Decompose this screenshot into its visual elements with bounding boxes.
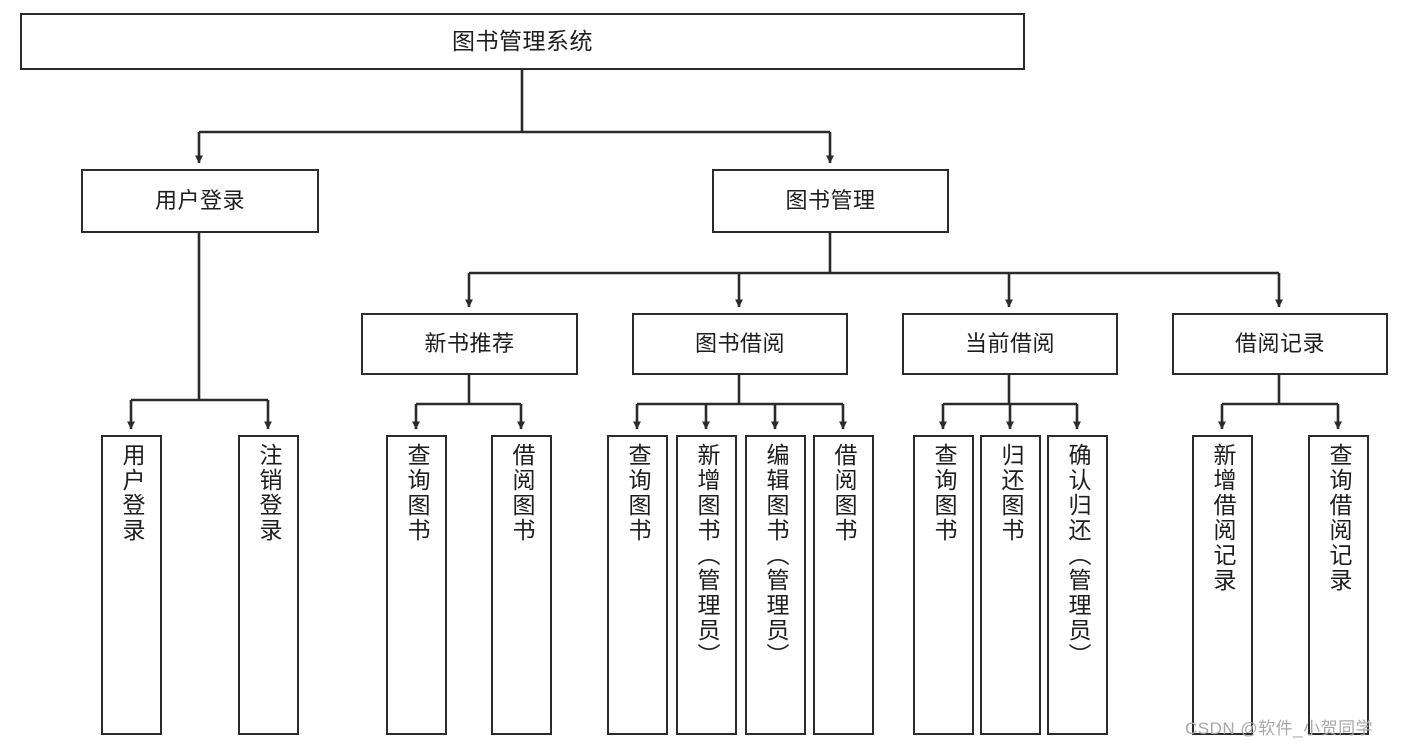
leaf-query-record-label: 查询借阅记录 bbox=[1326, 443, 1352, 593]
leaf-confirm-return-label: 确认归还（管理员） bbox=[1065, 443, 1091, 668]
leaf-return-book-label: 归还图书 bbox=[998, 443, 1024, 543]
node-user-login-label: 用户登录 bbox=[154, 188, 245, 214]
node-current-borrow-label: 当前借阅 bbox=[964, 331, 1055, 357]
node-book-management[interactable]: 图书管理 bbox=[712, 169, 949, 233]
leaf-query-book-3[interactable]: 查询图书 bbox=[913, 435, 974, 735]
leaf-query-book-3-label: 查询图书 bbox=[931, 443, 957, 543]
node-user-login[interactable]: 用户登录 bbox=[81, 169, 319, 233]
leaf-logout-login[interactable]: 注销登录 bbox=[238, 435, 299, 735]
leaf-add-record-label: 新增借阅记录 bbox=[1210, 443, 1236, 593]
leaf-borrow-book-2-label: 借阅图书 bbox=[831, 443, 857, 543]
node-root-label: 图书管理系统 bbox=[452, 27, 593, 54]
node-current-borrow[interactable]: 当前借阅 bbox=[902, 313, 1118, 375]
node-book-borrow-label: 图书借阅 bbox=[694, 331, 785, 357]
node-borrow-record[interactable]: 借阅记录 bbox=[1172, 313, 1388, 375]
csdn-watermark: CSDN @软件_小贺同学 bbox=[1185, 719, 1374, 738]
leaf-borrow-book-1-label: 借阅图书 bbox=[509, 443, 535, 543]
leaf-query-book-1[interactable]: 查询图书 bbox=[386, 435, 447, 735]
node-book-management-label: 图书管理 bbox=[785, 188, 876, 214]
leaf-add-book[interactable]: 新增图书（管理员） bbox=[676, 435, 737, 735]
node-book-borrow[interactable]: 图书借阅 bbox=[632, 313, 848, 375]
leaf-query-book-2-label: 查询图书 bbox=[625, 443, 651, 543]
node-root[interactable]: 图书管理系统 bbox=[20, 13, 1025, 70]
leaf-query-record[interactable]: 查询借阅记录 bbox=[1308, 435, 1369, 735]
leaf-edit-book-label: 编辑图书（管理员） bbox=[763, 443, 789, 668]
leaf-borrow-book-1[interactable]: 借阅图书 bbox=[491, 435, 552, 735]
leaf-return-book[interactable]: 归还图书 bbox=[980, 435, 1041, 735]
leaf-confirm-return[interactable]: 确认归还（管理员） bbox=[1047, 435, 1108, 735]
leaf-edit-book[interactable]: 编辑图书（管理员） bbox=[745, 435, 806, 735]
leaf-add-book-label: 新增图书（管理员） bbox=[694, 443, 720, 668]
leaf-query-book-1-label: 查询图书 bbox=[404, 443, 430, 543]
leaf-logout-login-label: 注销登录 bbox=[256, 443, 282, 543]
leaf-user-login-label: 用户登录 bbox=[119, 443, 145, 543]
leaf-borrow-book-2[interactable]: 借阅图书 bbox=[813, 435, 874, 735]
node-borrow-record-label: 借阅记录 bbox=[1234, 331, 1325, 357]
leaf-user-login[interactable]: 用户登录 bbox=[101, 435, 162, 735]
node-new-book-recommend-label: 新书推荐 bbox=[424, 331, 515, 357]
leaf-add-record[interactable]: 新增借阅记录 bbox=[1192, 435, 1253, 735]
leaf-query-book-2[interactable]: 查询图书 bbox=[607, 435, 668, 735]
node-new-book-recommend[interactable]: 新书推荐 bbox=[361, 313, 578, 375]
